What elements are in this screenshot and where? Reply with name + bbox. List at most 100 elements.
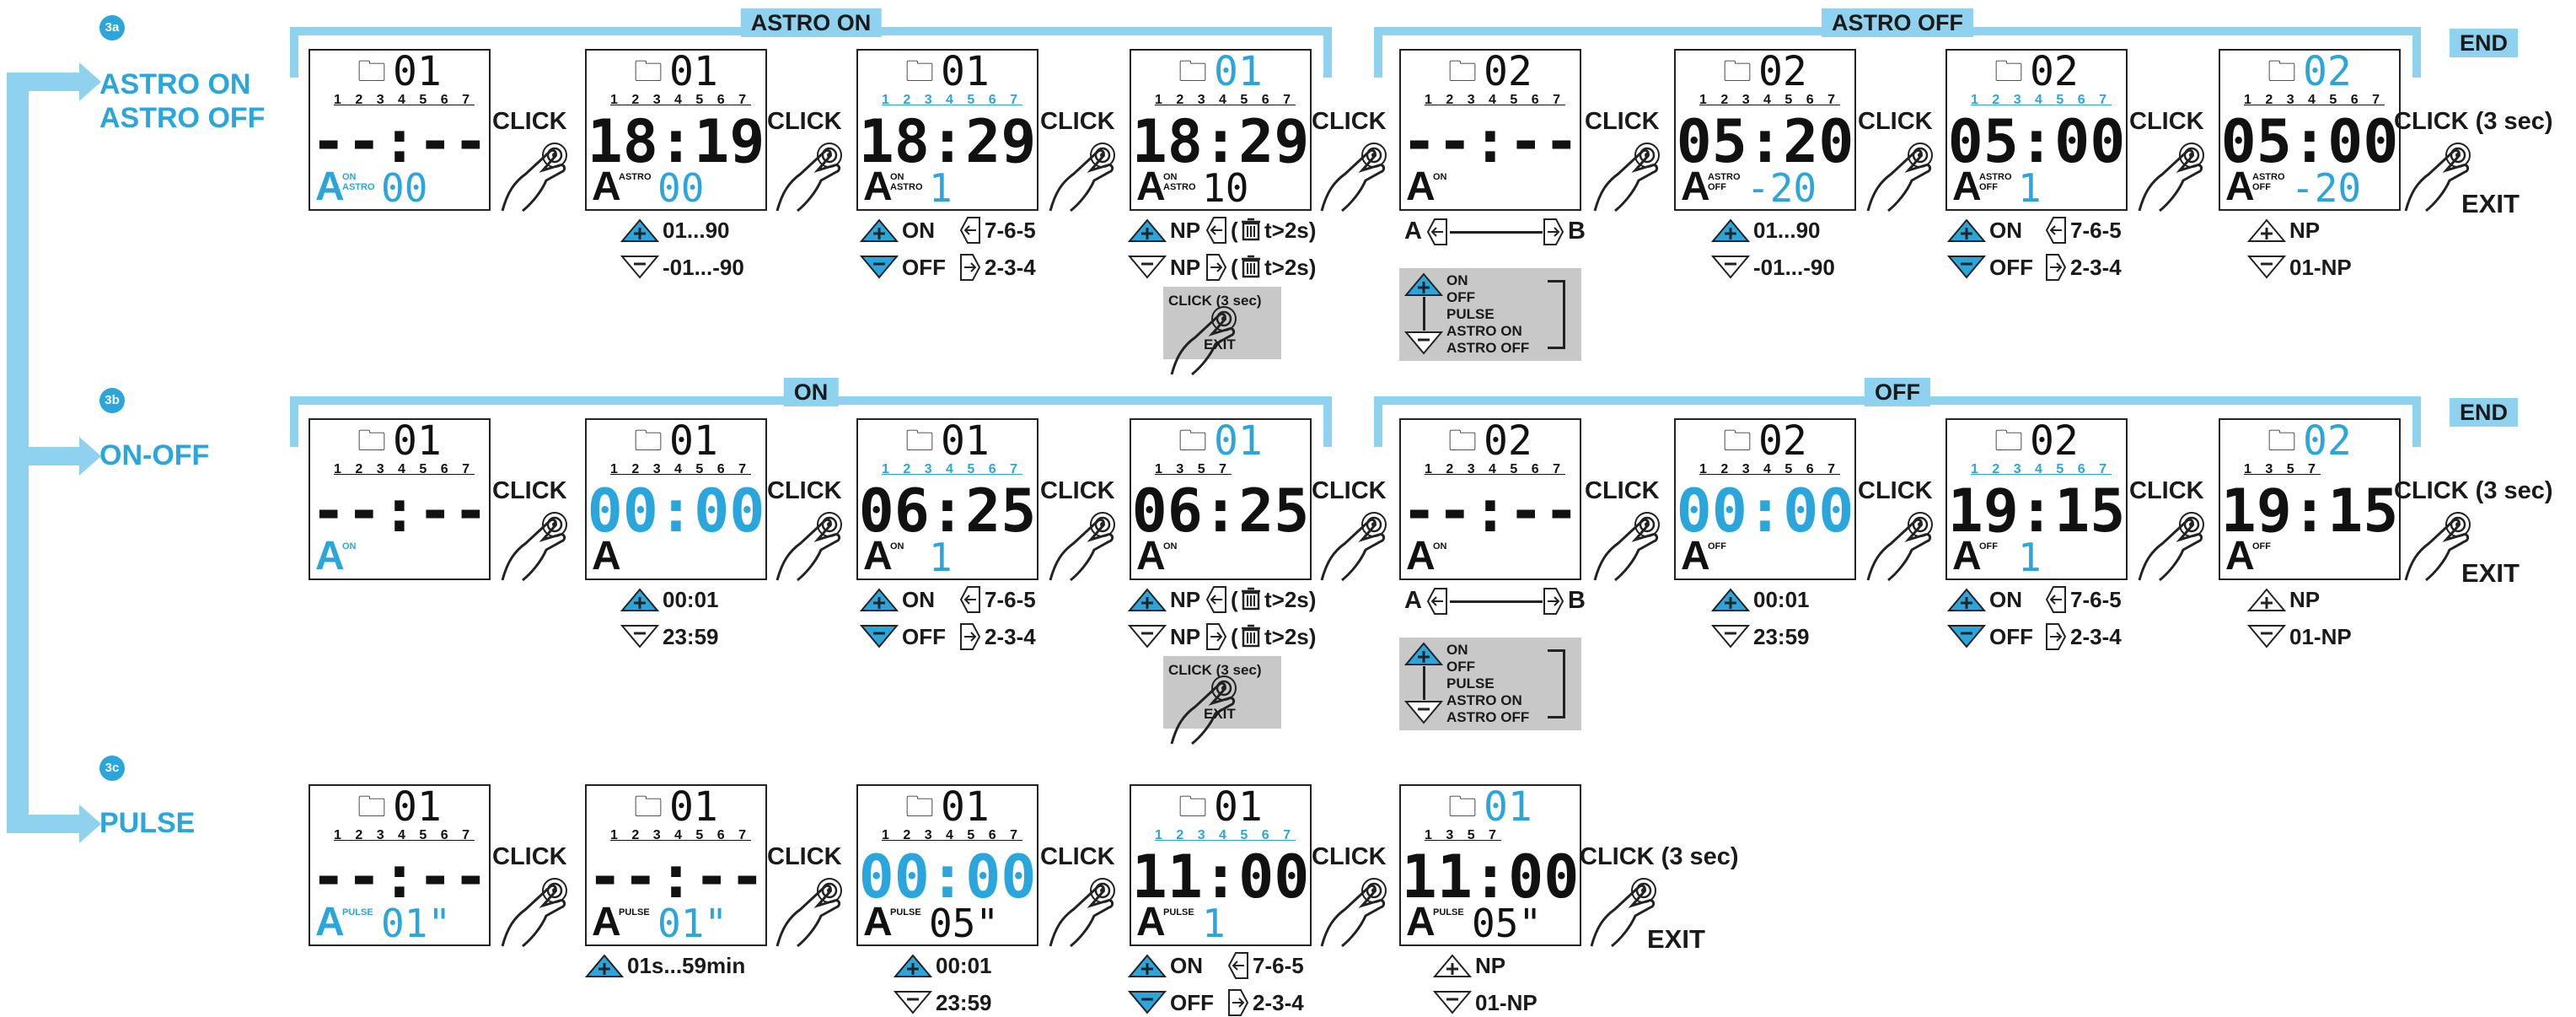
- folder-icon: 🗀: [1448, 791, 1477, 823]
- channel-number: 01: [393, 48, 442, 95]
- arrow-head-pulse: [79, 804, 101, 843]
- mode-indicator: A: [863, 900, 893, 944]
- hand-press-icon: [775, 512, 842, 582]
- hand-press-icon: [775, 878, 842, 948]
- plus-button-icon: [1433, 954, 1472, 977]
- mode-option: OFF: [1446, 659, 1475, 675]
- gray-click-3sec-label: CLICK (3 sec): [1168, 662, 1262, 678]
- caption-days: 2-3-4: [985, 624, 1036, 649]
- time-display: 19:15: [1947, 476, 2126, 546]
- folder-icon: 🗀: [634, 56, 663, 88]
- mode-indicator: A: [2225, 534, 2255, 578]
- bracket-label-off: OFF: [1865, 378, 1930, 406]
- mode-option: ASTRO OFF: [1446, 709, 1530, 725]
- mode-indicator: A: [1952, 534, 1982, 578]
- caption-plus: NP: [2289, 587, 2321, 612]
- mode-value: 1: [2018, 535, 2042, 580]
- exit-label: EXIT: [1647, 924, 1705, 954]
- section-label-pulse: PULSE: [99, 807, 196, 839]
- mode-sub-label: ON ASTRO: [342, 172, 375, 192]
- caption-minus: 23:59: [1753, 624, 1810, 649]
- mode-indicator: A: [1681, 164, 1710, 209]
- caption-plus: NP: [1170, 218, 1201, 243]
- arrow-left-icon: [1227, 952, 1248, 979]
- weekday-bar: 1 2 3 4 5 6 7: [1155, 93, 1296, 107]
- click-label: CLICK: [1858, 477, 1933, 504]
- mode-sub-label: ON: [1433, 541, 1447, 552]
- mode-indicator: A: [592, 534, 621, 578]
- mode-sub-label: ON: [890, 541, 904, 552]
- folder-icon: 🗀: [905, 791, 934, 823]
- click-label: CLICK: [2129, 108, 2204, 135]
- plus-button-icon: [860, 218, 899, 242]
- label-astro-off: ASTRO OFF: [99, 102, 266, 134]
- caption-time: t>2s): [1264, 218, 1317, 243]
- time-display: 05:00: [2220, 107, 2399, 176]
- mode-sub-label: ASTRO OFF: [2252, 172, 2285, 192]
- folder-icon: 🗀: [1723, 56, 1752, 88]
- minus-button-icon: [1404, 701, 1443, 724]
- gray-click-3sec-label: CLICK (3 sec): [1168, 293, 1262, 309]
- step-badge-3a: 3a: [99, 15, 125, 40]
- folder-icon: 🗀: [1448, 425, 1477, 457]
- mode-indicator: A: [315, 900, 345, 944]
- caption-paren: (: [1231, 218, 1238, 243]
- folder-icon: 🗀: [2267, 425, 2296, 457]
- click-3sec-label: CLICK (3 sec): [2394, 477, 2553, 504]
- mode-option: PULSE: [1446, 675, 1495, 691]
- time-display: --:--: [1401, 107, 1580, 176]
- step-badge-3c: 3c: [99, 756, 125, 781]
- click-label: CLICK: [2129, 477, 2204, 504]
- minus-button-icon: [894, 991, 932, 1014]
- caption-plus: 01s...59min: [627, 953, 746, 978]
- channel-number: 01: [941, 783, 990, 831]
- trash-icon: [1242, 218, 1260, 241]
- time-display: --:--: [587, 842, 765, 912]
- arrow-head-onoff: [79, 437, 101, 476]
- channel-number: 01: [669, 48, 718, 95]
- caption-plus: 00:01: [663, 587, 719, 612]
- caption-minus: 23:59: [663, 624, 719, 649]
- label-astro-on: ASTRO ON: [99, 68, 251, 100]
- folder-icon: 🗀: [634, 425, 663, 457]
- channel-number: 02: [2030, 48, 2079, 95]
- caption-paren: (: [1231, 587, 1238, 612]
- step-badge-3b: 3b: [99, 388, 125, 413]
- weekday-bar: 1 3 5 7: [1425, 828, 1501, 842]
- mode-indicator: A: [1952, 164, 1982, 209]
- mode-indicator: A: [1136, 164, 1166, 209]
- folder-icon: 🗀: [634, 791, 663, 823]
- click-label: CLICK: [1312, 477, 1387, 504]
- minus-button-icon: [860, 256, 899, 279]
- cycle-arrow-line: [1423, 666, 1425, 700]
- caption-minus: NP: [1170, 255, 1201, 280]
- caption-paren: (: [1231, 255, 1238, 280]
- channel-number: 01: [393, 783, 442, 831]
- caption-plus: 00:01: [936, 953, 992, 978]
- mode-sub-label: ASTRO OFF: [1979, 172, 2012, 192]
- weekday-bar: 1 2 3 4 5 6 7: [1425, 462, 1565, 476]
- time-display: 19:15: [2220, 476, 2399, 546]
- caption-minus: OFF: [1989, 624, 2033, 649]
- time-display: 06:25: [1131, 476, 1310, 546]
- caption-days: 2-3-4: [985, 255, 1036, 280]
- hand-press-icon: [775, 143, 842, 213]
- weekday-bar: 1 2 3 4 5 6 7: [334, 462, 475, 476]
- caption-minus: 01-NP: [1475, 990, 1538, 1015]
- hand-press-icon: [501, 512, 567, 582]
- ab-connector: [1450, 600, 1543, 603]
- caption-plus: NP: [1475, 953, 1506, 978]
- caption-minus: -01...-90: [663, 255, 744, 280]
- arrow-left-icon: [1426, 218, 1447, 245]
- arrow-right-icon: [1228, 989, 1249, 1016]
- mode-sub-label: PULSE: [1163, 907, 1194, 917]
- caption-days: 2-3-4: [2070, 255, 2122, 280]
- mode-value: 00: [381, 165, 428, 211]
- time-display: 18:19: [587, 107, 765, 176]
- plus-button-icon: [1128, 218, 1167, 242]
- minus-button-icon: [1433, 991, 1472, 1014]
